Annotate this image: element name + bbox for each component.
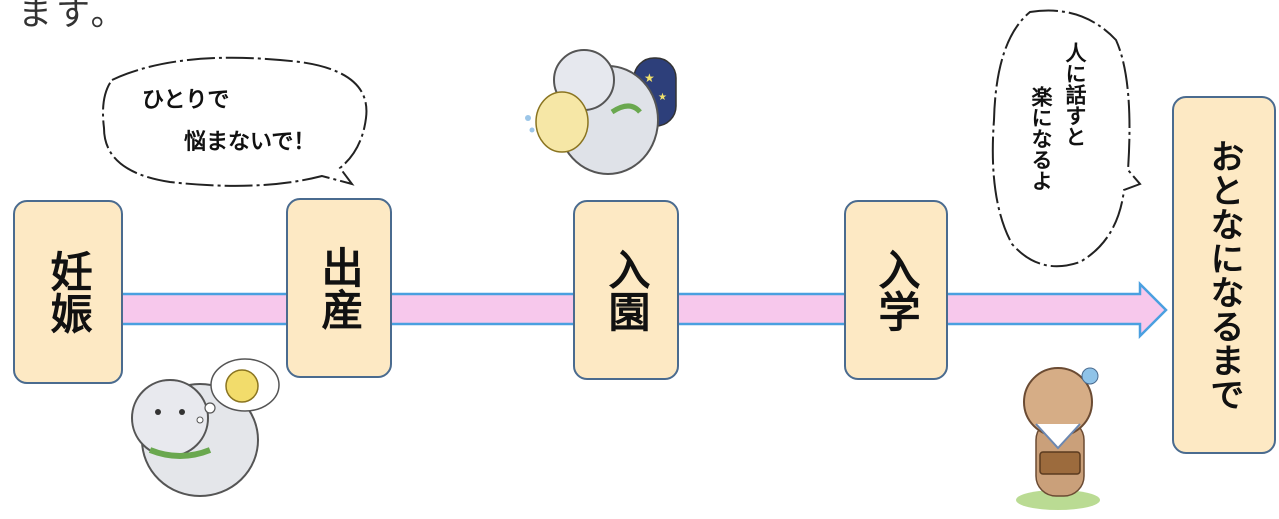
- otter-worried-illustration: [131, 358, 280, 497]
- svg-text:★: ★: [658, 92, 667, 103]
- stage-school-entry: 入学: [844, 200, 948, 380]
- stage-pregnancy-label: 妊娠: [44, 250, 93, 334]
- otter-schoolgirl-illustration: [1016, 367, 1100, 510]
- header-fragment-text: ます。: [18, 0, 129, 34]
- stage-birth-label: 出産: [315, 246, 364, 330]
- bubble-right-line1: 人に話すと: [1063, 42, 1087, 147]
- stage-birth: 出産: [286, 198, 392, 378]
- stage-kindergarten: 入園: [573, 200, 679, 380]
- stage-kindergarten-label: 入園: [602, 248, 651, 332]
- stage-pregnancy: 妊娠: [13, 200, 123, 384]
- destination-adulthood: おとなになるまで: [1172, 96, 1276, 454]
- bubble-right-line2: 楽になるよ: [1029, 86, 1053, 191]
- speech-bubble-right: [991, 9, 1142, 268]
- otter-crying-baby-illustration: ★ ★ ★: [525, 49, 677, 175]
- destination-adulthood-label: おとなになるまで: [1204, 139, 1244, 411]
- bubble-left-line1: ひとりで: [142, 88, 230, 113]
- bubble-left-line2: 悩まないで！: [184, 130, 316, 155]
- stage-school-entry-label: 入学: [872, 248, 921, 332]
- svg-text:★: ★: [644, 71, 655, 85]
- speech-bubble-left: [102, 56, 368, 187]
